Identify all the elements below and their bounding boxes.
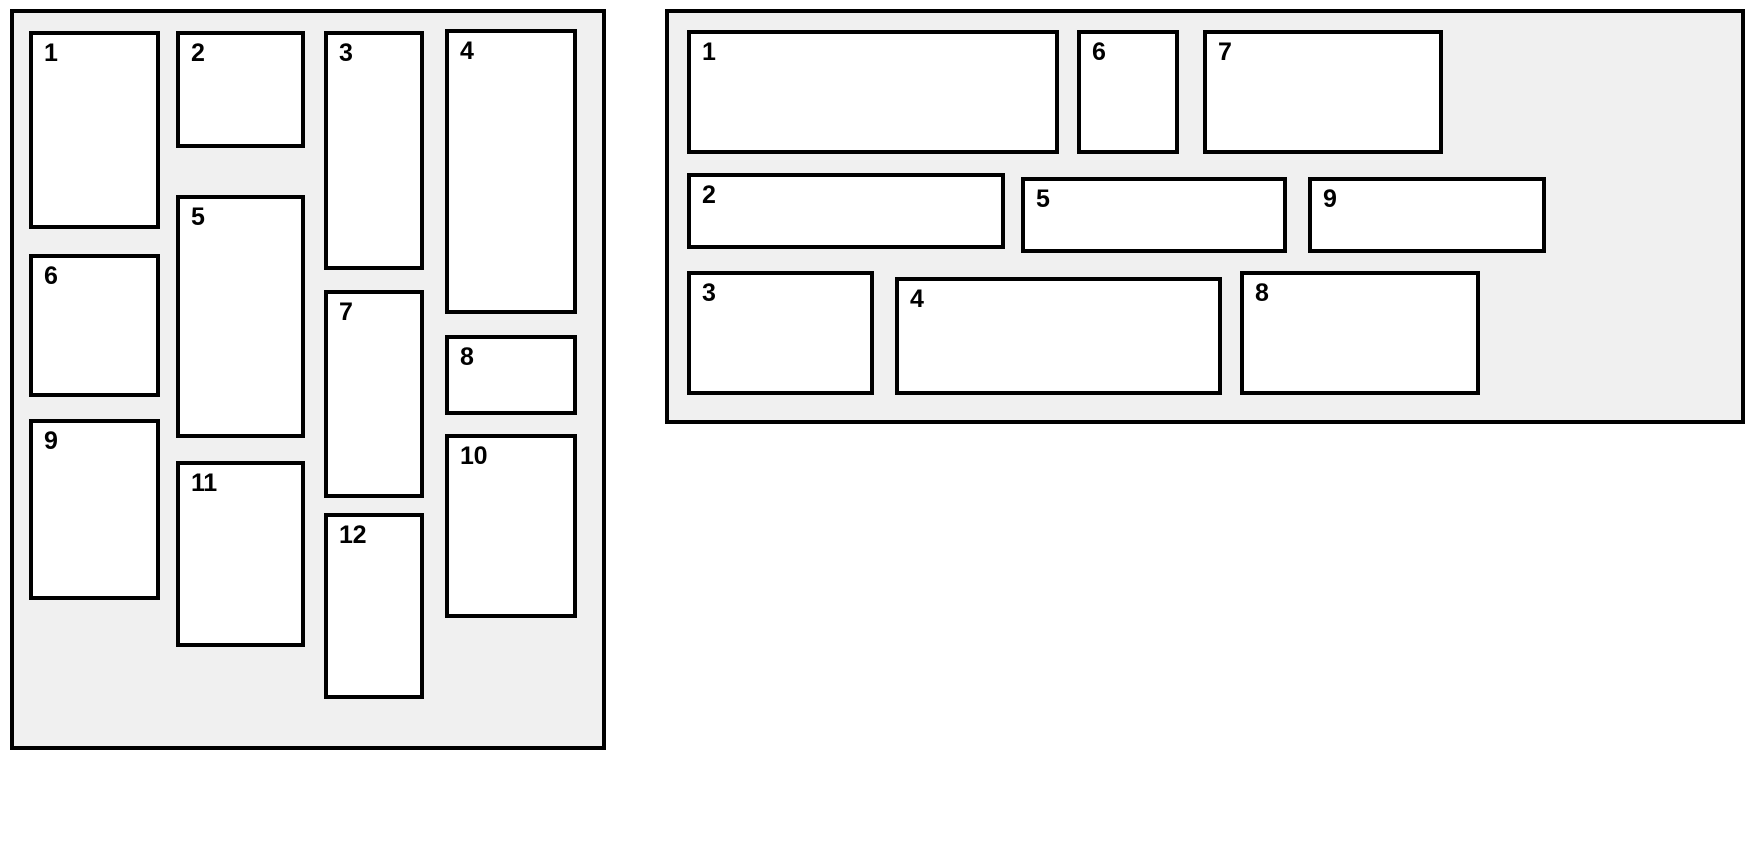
box-6[interactable]: 6 bbox=[1077, 30, 1179, 154]
box-4[interactable]: 4 bbox=[445, 29, 577, 314]
box-label: 7 bbox=[1218, 38, 1232, 66]
box-9[interactable]: 9 bbox=[29, 419, 160, 600]
box-9[interactable]: 9 bbox=[1308, 177, 1546, 253]
box-label: 1 bbox=[702, 38, 716, 66]
box-label: 9 bbox=[1323, 185, 1337, 213]
box-label: 5 bbox=[1036, 185, 1050, 213]
box-1[interactable]: 1 bbox=[687, 30, 1059, 154]
box-2[interactable]: 2 bbox=[176, 31, 305, 148]
box-label: 4 bbox=[460, 37, 474, 65]
box-11[interactable]: 11 bbox=[176, 461, 305, 647]
box-label: 8 bbox=[460, 343, 474, 371]
box-label: 11 bbox=[191, 469, 217, 497]
box-label: 9 bbox=[44, 427, 58, 455]
box-label: 3 bbox=[702, 279, 716, 307]
box-label: 2 bbox=[191, 39, 205, 67]
box-label: 6 bbox=[1092, 38, 1106, 66]
box-label: 2 bbox=[702, 181, 716, 209]
box-label: 8 bbox=[1255, 279, 1269, 307]
box-5[interactable]: 5 bbox=[176, 195, 305, 438]
box-label: 10 bbox=[460, 442, 488, 470]
box-label: 7 bbox=[339, 298, 353, 326]
box-3[interactable]: 3 bbox=[324, 31, 424, 270]
box-3[interactable]: 3 bbox=[687, 271, 874, 395]
box-2[interactable]: 2 bbox=[687, 173, 1005, 249]
box-7[interactable]: 7 bbox=[324, 290, 424, 498]
box-4[interactable]: 4 bbox=[895, 277, 1222, 395]
box-label: 6 bbox=[44, 262, 58, 290]
box-label: 5 bbox=[191, 203, 205, 231]
box-label: 4 bbox=[910, 285, 924, 313]
box-1[interactable]: 1 bbox=[29, 31, 160, 229]
right-panel: 1 6 7 2 5 9 3 4 8 bbox=[665, 9, 1745, 424]
box-label: 3 bbox=[339, 39, 353, 67]
box-label: 12 bbox=[339, 521, 367, 549]
box-label: 1 bbox=[44, 39, 58, 67]
box-8[interactable]: 8 bbox=[1240, 271, 1480, 395]
box-5[interactable]: 5 bbox=[1021, 177, 1287, 253]
box-7[interactable]: 7 bbox=[1203, 30, 1443, 154]
box-10[interactable]: 10 bbox=[445, 434, 577, 618]
box-12[interactable]: 12 bbox=[324, 513, 424, 699]
box-6[interactable]: 6 bbox=[29, 254, 160, 397]
box-8[interactable]: 8 bbox=[445, 335, 577, 415]
